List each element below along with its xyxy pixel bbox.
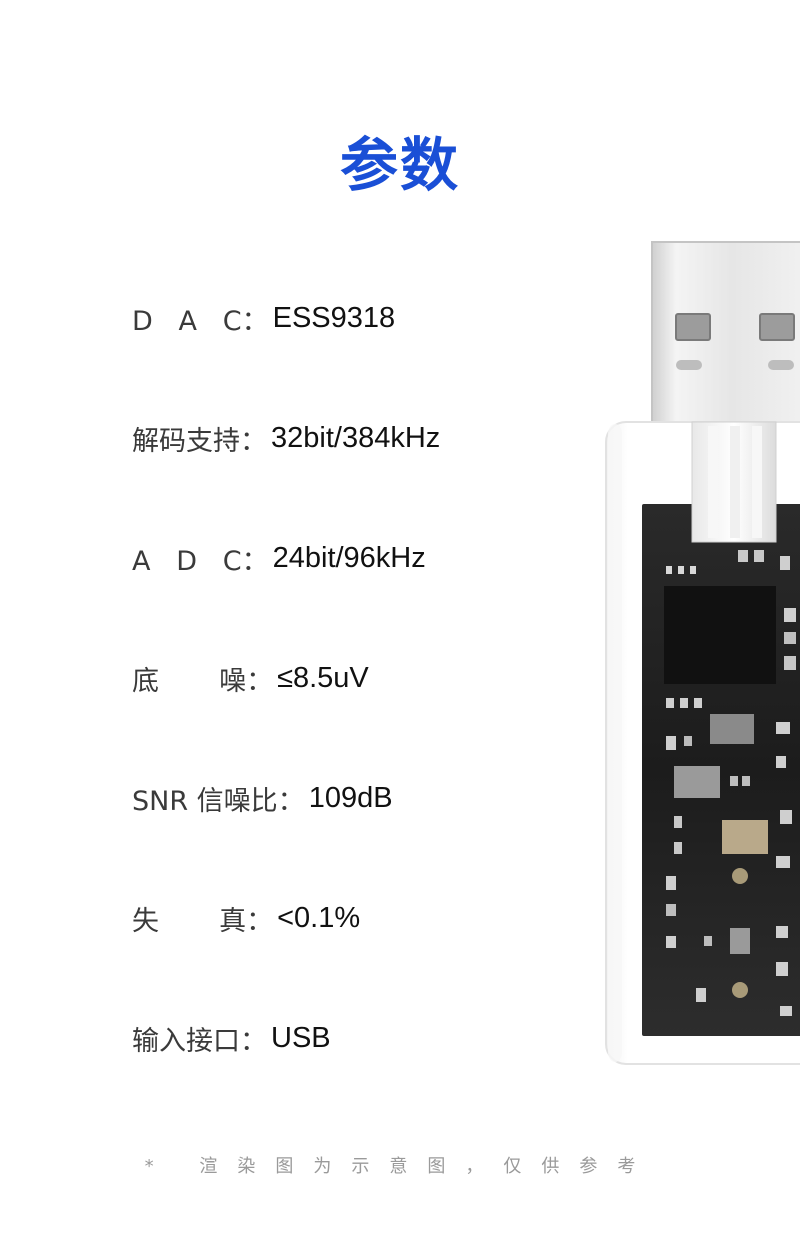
spec-row-dac: D A C： ESS9318 [132, 295, 395, 341]
spec-value: ≤8.5uV [277, 661, 369, 694]
spec-row-adc: A D C： 24bit/96kHz [132, 535, 426, 581]
spec-value: ESS9318 [272, 301, 396, 334]
spec-value: 32bit/384kHz [271, 421, 441, 454]
spec-row-snr: SNR 信噪比： 109dB [132, 775, 393, 821]
spec-label: D A C： [132, 305, 269, 337]
spec-label: 解码支持： [132, 425, 267, 457]
spec-label: A D C： [132, 545, 269, 577]
spec-row-input-interface: 输入接口： USB [132, 1015, 331, 1061]
usb-dac-dongle-icon [605, 241, 800, 1065]
spec-value: USB [271, 1021, 331, 1054]
spec-value: 109dB [308, 781, 393, 814]
spec-row-distortion: 失 真： <0.1% [132, 895, 360, 941]
spec-label: SNR 信噪比： [132, 785, 305, 817]
spec-row-decoding: 解码支持： 32bit/384kHz [132, 415, 440, 461]
spec-label: 输入接口： [132, 1025, 267, 1057]
spec-label: 底 噪： [132, 665, 274, 697]
spec-row-noise-floor: 底 噪： ≤8.5uV [132, 655, 369, 701]
page-title: 参数 [339, 131, 460, 199]
spec-value: 24bit/96kHz [272, 541, 426, 574]
spec-label: 失 真： [132, 905, 274, 937]
spec-value: <0.1% [277, 901, 361, 934]
render-disclaimer: * 渲染图为示意图，仅供参考 [144, 1156, 656, 1177]
